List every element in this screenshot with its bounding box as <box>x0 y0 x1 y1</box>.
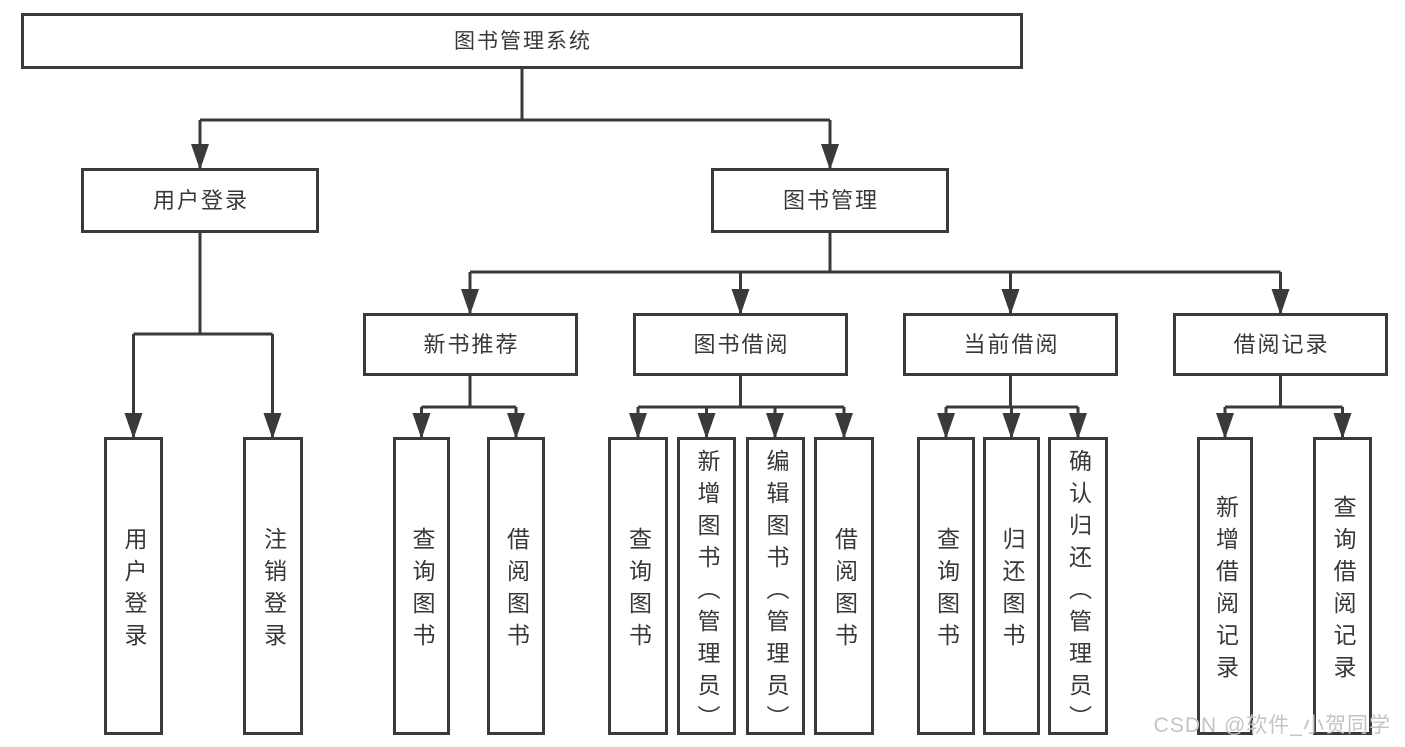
arrowhead <box>507 413 525 439</box>
node-leaf-bb-query-books: 查询图书 <box>608 437 668 735</box>
connector-book-management <box>468 233 1282 313</box>
arrowhead <box>412 413 431 439</box>
node-root: 图书管理系统 <box>21 13 1023 69</box>
arrowhead <box>191 144 209 170</box>
node-leaf-br-query-record: 查询借阅记录 <box>1313 437 1372 735</box>
arrowhead <box>1069 413 1087 439</box>
node-book-management: 图书管理 <box>711 168 949 233</box>
arrowhead <box>461 289 479 315</box>
node-new-book-recommend: 新书推荐 <box>363 313 578 376</box>
node-leaf-br-add-record: 新增借阅记录 <box>1197 437 1253 735</box>
connector-root <box>198 69 832 168</box>
node-leaf-nbr-borrow-books: 借阅图书 <box>487 437 545 735</box>
node-book-borrowing: 图书借阅 <box>633 313 848 376</box>
watermark-text: CSDN @软件_小贺同学 <box>1153 714 1391 737</box>
node-leaf-bb-edit-books-admin: 编辑图书（管理员） <box>746 437 805 737</box>
node-leaf-logout-login: 注销登录 <box>243 437 303 735</box>
node-leaf-bb-borrow-books: 借阅图书 <box>814 437 874 735</box>
node-current-borrowing: 当前借阅 <box>903 313 1118 376</box>
arrowhead <box>1002 413 1021 439</box>
arrowhead <box>697 413 716 439</box>
connector-borrowing-records <box>1223 376 1344 437</box>
arrowhead <box>263 413 282 439</box>
arrowhead <box>1333 413 1352 439</box>
node-leaf-bb-add-books-admin: 新增图书（管理员） <box>677 437 736 737</box>
arrowhead <box>629 413 647 439</box>
node-leaf-cb-query-books: 查询图书 <box>917 437 975 735</box>
node-leaf-user-login: 用户登录 <box>104 437 163 735</box>
arrowhead <box>766 413 784 439</box>
node-borrowing-records: 借阅记录 <box>1173 313 1388 376</box>
node-leaf-nbr-query-books: 查询图书 <box>393 437 450 735</box>
node-user-login: 用户登录 <box>81 168 319 233</box>
connector-book-borrowing <box>636 376 846 437</box>
arrowhead <box>1216 413 1234 439</box>
arrowhead <box>835 413 853 439</box>
connector-new-book-recommend <box>420 376 518 437</box>
node-leaf-cb-confirm-return-admin: 确认归还（管理员） <box>1048 437 1108 737</box>
arrowhead <box>731 289 750 315</box>
arrowhead <box>1001 289 1020 315</box>
arrowhead <box>821 144 839 170</box>
connector-user-login <box>132 233 274 437</box>
arrowhead <box>937 413 955 439</box>
node-leaf-cb-return-books: 归还图书 <box>983 437 1040 735</box>
arrowhead <box>124 413 143 439</box>
arrowhead <box>1271 289 1290 315</box>
